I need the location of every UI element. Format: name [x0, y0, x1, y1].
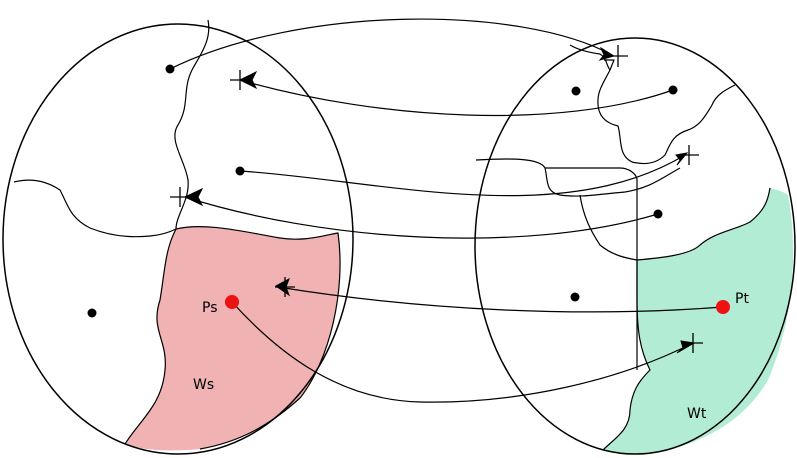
- cross-markers: [170, 45, 703, 353]
- arc-pt-to-left: [277, 286, 724, 313]
- label-wt: Wt: [687, 406, 707, 422]
- arc-top-to-right: [169, 18, 613, 70]
- wt-west-boundary: [602, 260, 651, 451]
- region-ws-fill: [125, 226, 341, 451]
- point-ps: [225, 295, 239, 309]
- source-ellipse: [2, 23, 354, 455]
- right-top-border: [569, 44, 736, 165]
- arrowhead-3: [675, 152, 689, 166]
- region-wt-fill: [603, 188, 794, 455]
- label-ps: Ps: [202, 300, 218, 316]
- arrowhead-1: [598, 46, 616, 61]
- label-pt: Pt: [735, 291, 749, 307]
- point-pt: [716, 300, 730, 314]
- label-ws: Ws: [193, 377, 214, 393]
- arc-right-mid-to-left: [184, 196, 659, 239]
- arc-ps-to-right: [231, 301, 694, 403]
- right-lower-border: [579, 194, 638, 261]
- arrowhead-4: [183, 187, 204, 207]
- arc-right-to-left-top: [239, 79, 674, 117]
- left-horizontal-border: [13, 179, 177, 238]
- right-top-sub-border: [604, 59, 615, 71]
- arrowhead-6: [676, 340, 696, 354]
- ws-west-boundary: [124, 228, 177, 445]
- target-points: [570, 85, 678, 302]
- wt-boundary-line: [636, 187, 771, 261]
- left-vertical-border: [174, 19, 210, 230]
- right-horizontal-border: [475, 158, 681, 197]
- target-ellipse: [474, 37, 796, 455]
- arc-left-mid-to-right: [239, 154, 686, 197]
- right-vertical-border: [545, 167, 638, 370]
- source-points: [87, 64, 245, 318]
